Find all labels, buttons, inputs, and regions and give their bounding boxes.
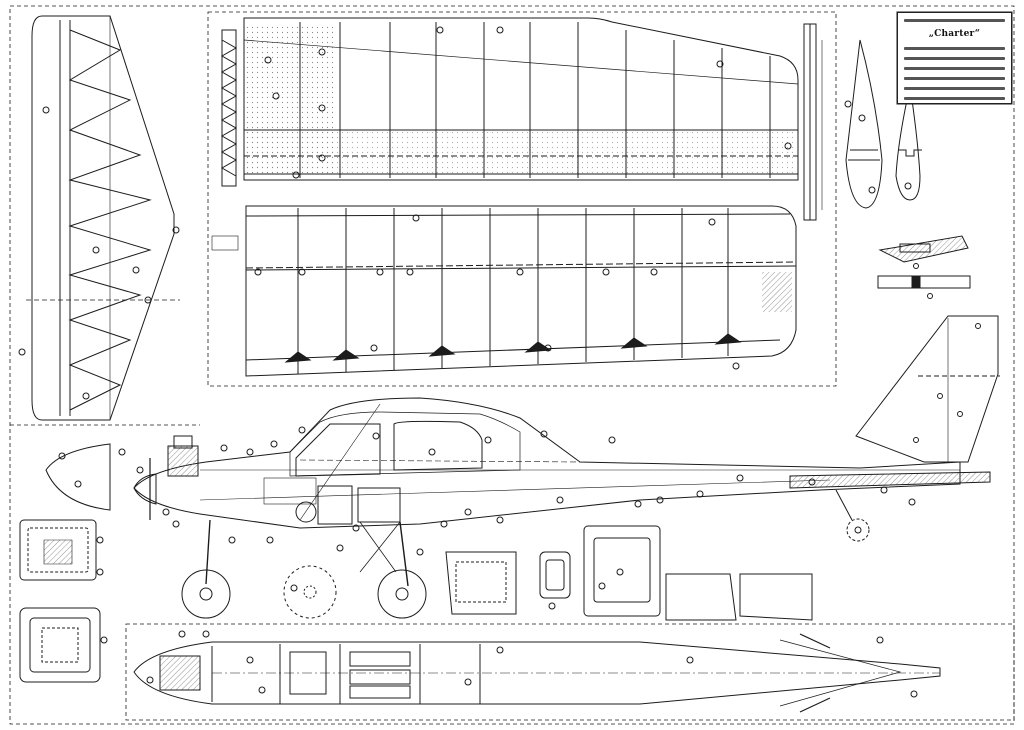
spar-strip [803,23,823,221]
model-name-label: „Charter“ [928,29,981,39]
control-horn-detail [877,235,971,299]
part-panel-3 [583,525,661,617]
part-panel-1 [445,551,517,615]
former-detail-b [19,607,108,683]
wing-lower-panel [211,205,797,377]
title-block: „Charter“ [897,12,1012,104]
fuselage-side-view [118,315,1000,619]
part-panel-2 [539,551,571,610]
fuselage-top-view [133,630,941,713]
nose-cowl-detail [45,443,111,511]
part-panel-4 [665,573,813,621]
airfoil-rib-detail [844,39,883,209]
wing-upper-panel [220,17,799,187]
former-detail-a [19,519,104,581]
sheet-frame [9,5,1015,725]
stabilizer-top-view [18,15,180,421]
airfoil-rib-detail-2 [895,85,922,201]
